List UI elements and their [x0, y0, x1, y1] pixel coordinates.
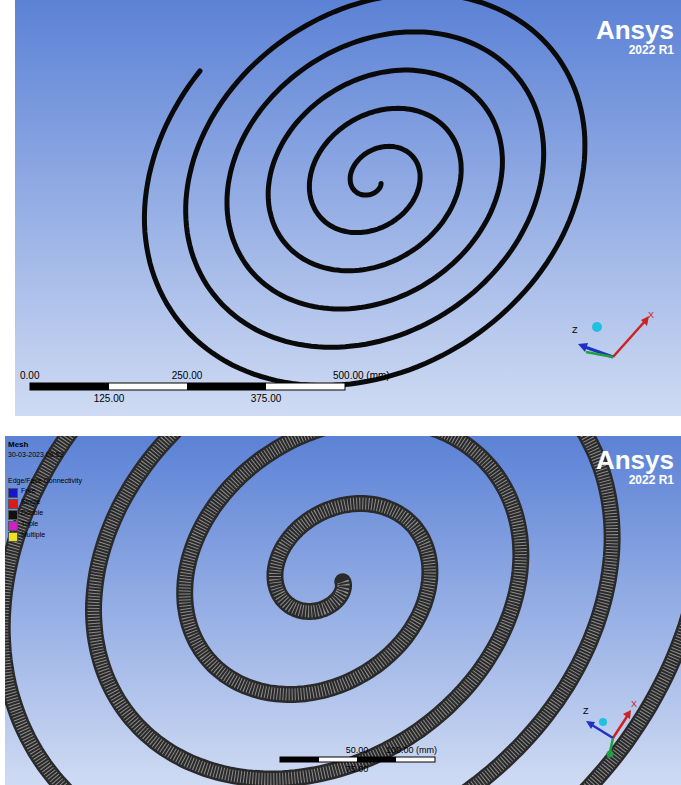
scale-bar [280, 757, 435, 762]
view-label: X [631, 700, 637, 710]
view-label: 75.00 [346, 765, 369, 775]
view-label: 50.00 [346, 746, 369, 756]
version-label: 2022 R1 [629, 44, 674, 57]
spiral-mesh-faces [5, 436, 681, 785]
brand-logo: Ansys [596, 16, 674, 45]
view-label: 30-03-2023 08:52 [8, 451, 63, 459]
legend-text: Free [21, 487, 35, 495]
legend-swatch [8, 499, 18, 509]
brand-logo: Ansys [596, 446, 674, 475]
view-label: 0.00 [20, 370, 39, 381]
spiral-geometry [144, 0, 585, 386]
legend-swatch [8, 510, 18, 520]
viewport-background [5, 436, 681, 785]
legend-text: Single [21, 498, 40, 506]
view-label: Mesh [8, 441, 28, 450]
legend-text: Multiple [21, 531, 45, 539]
legend-swatch [8, 521, 18, 531]
view-label: Edge/Face Connectivity [8, 477, 82, 485]
view-label: X [648, 311, 654, 321]
view-label: 100.00 (mm) [386, 746, 437, 756]
axis-triad [586, 710, 631, 758]
legend-text: Double [21, 509, 43, 517]
viewport-background [15, 0, 681, 416]
view-label: 250.00 [172, 370, 203, 381]
view-label: Z [583, 707, 589, 717]
view-label: Z [572, 326, 578, 336]
legend-swatch [8, 532, 18, 542]
axis-triad [578, 316, 649, 357]
view-label: 125.00 [94, 393, 125, 404]
scale-bar [30, 383, 345, 390]
version-label: 2022 R1 [629, 474, 674, 487]
spiral-mesh-outline [5, 436, 681, 785]
legend-text: Triple [21, 520, 38, 528]
view-label: 375.00 [251, 393, 282, 404]
legend-swatch [8, 488, 18, 498]
view-label: 500.00 (mm) [333, 370, 390, 381]
